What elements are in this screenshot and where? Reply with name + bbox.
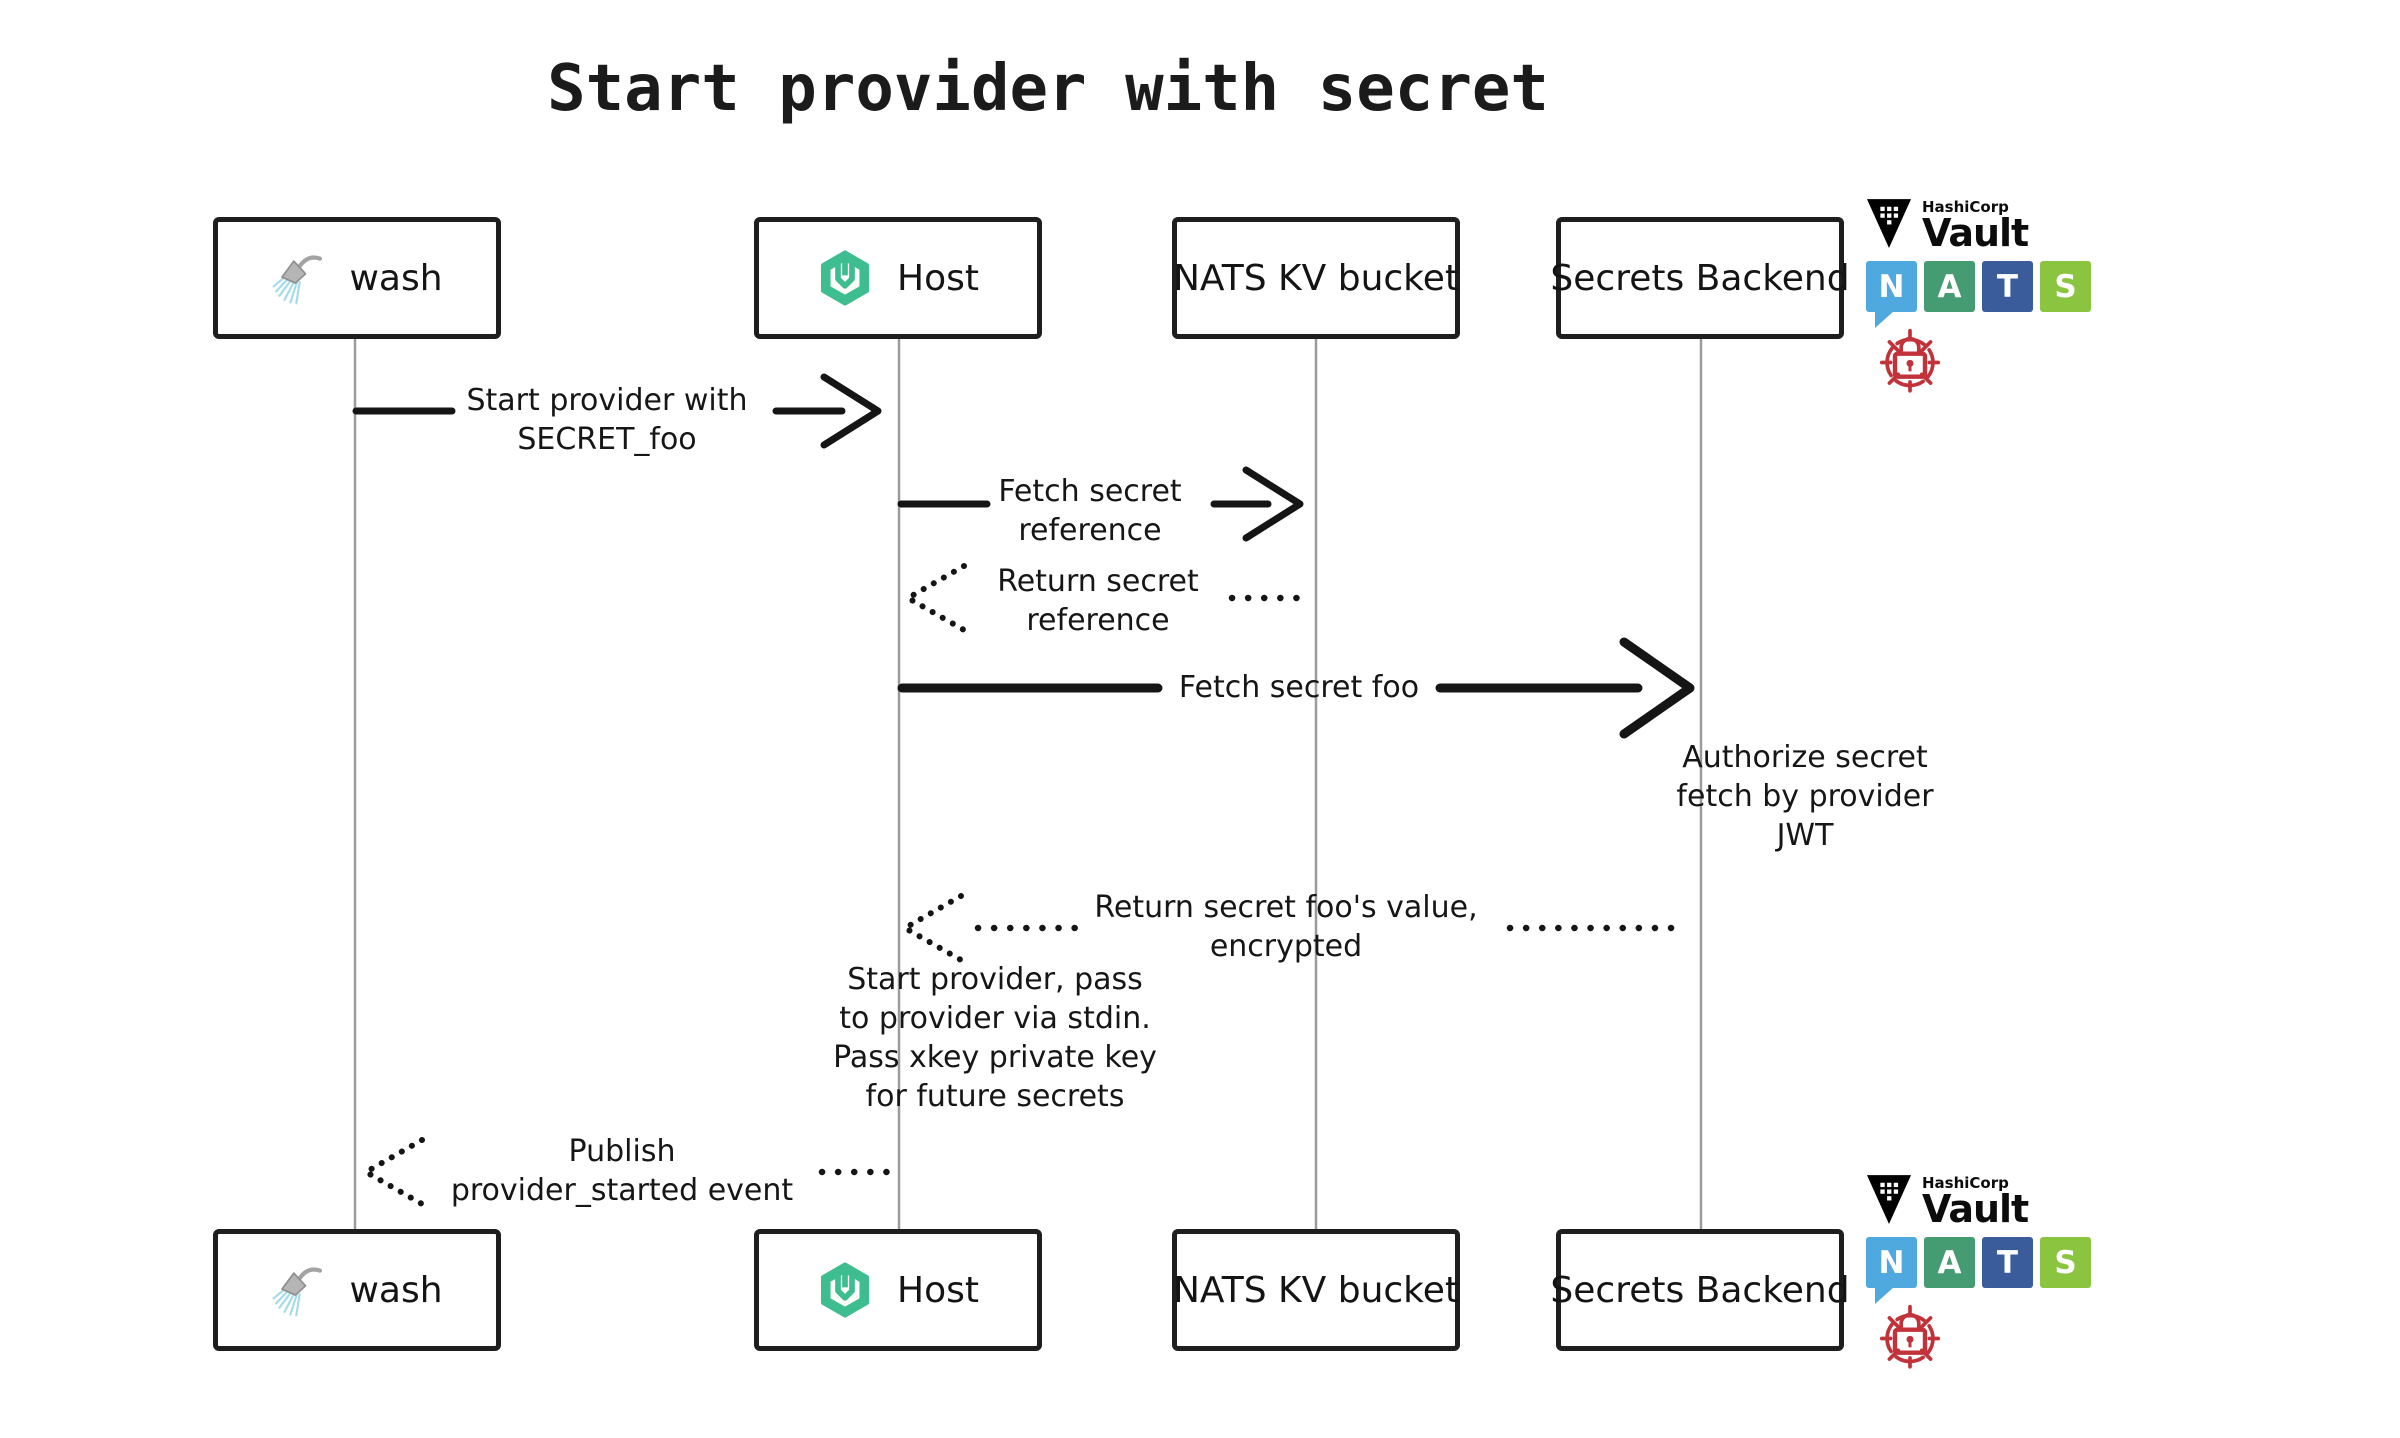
shower-icon bbox=[272, 1267, 323, 1317]
message-label-publish-provider-started: Publish provider_started event bbox=[450, 1134, 794, 1208]
actor-label: Secrets Backend bbox=[1550, 257, 1850, 299]
actor-box-host-top: Host bbox=[754, 217, 1042, 339]
vault-triangle-icon bbox=[1866, 1175, 1912, 1224]
page-title: Start provider with secret bbox=[547, 52, 1549, 126]
nats-letter-s: S bbox=[2040, 1237, 2091, 1289]
actor-box-host-bottom: Host bbox=[754, 1229, 1042, 1351]
nats-letter-a: A bbox=[1924, 261, 1975, 313]
message-label-fetch-secret-reference: Fetch secret reference bbox=[998, 474, 1182, 548]
actor-label: Host bbox=[897, 257, 979, 299]
vault-logo: HashiCorp Vault bbox=[1866, 1174, 2126, 1231]
arrow-start-provider bbox=[352, 373, 882, 449]
arrow-return-secret-reference bbox=[905, 563, 1306, 633]
wasmcloud-icon bbox=[820, 250, 870, 306]
vault-label: Vault bbox=[1922, 211, 2029, 255]
actor-label: Secrets Backend bbox=[1550, 1269, 1850, 1311]
vault-label: Vault bbox=[1922, 1187, 2029, 1231]
actor-box-nats-kv-bottom: NATS KV bucket bbox=[1172, 1229, 1460, 1351]
nats-letter-t: T bbox=[1982, 1237, 2033, 1289]
arrow-fetch-secret-foo bbox=[897, 637, 1695, 739]
hashicorp-label: HashiCorp bbox=[1922, 198, 2009, 216]
nats-speech-tail bbox=[1875, 311, 1894, 329]
lock-crosshair-icon bbox=[1879, 329, 1941, 393]
nats-letter-t: T bbox=[1982, 261, 2033, 313]
arrow-publish-provider-started bbox=[363, 1137, 894, 1207]
vault-triangle-icon bbox=[1866, 199, 1912, 248]
hashicorp-label: HashiCorp bbox=[1922, 1174, 2009, 1192]
actor-label: wash bbox=[349, 1269, 443, 1311]
note-start-provider-stdin: Start provider, pass to provider via std… bbox=[833, 962, 1157, 1114]
logo-stack-bottom: HashiCorp Vault N A T S bbox=[1866, 1174, 2126, 1373]
actor-box-secrets-backend-bottom: Secrets Backend bbox=[1550, 1229, 1850, 1351]
actor-box-secrets-backend-top: Secrets Backend bbox=[1550, 217, 1850, 339]
nats-logo: N A T S bbox=[1866, 261, 2091, 329]
actor-label: Host bbox=[897, 1269, 979, 1311]
wasmcloud-icon bbox=[820, 1262, 870, 1318]
message-label-fetch-secret-foo: Fetch secret foo bbox=[1178, 670, 1420, 705]
message-label-start-provider: Start provider with SECRET_foo bbox=[466, 383, 748, 457]
arrow-return-secret-value bbox=[902, 893, 1684, 963]
note-authorize-secret-fetch: Authorize secret fetch by provider JWT bbox=[1676, 740, 1934, 853]
nats-speech-tail bbox=[1875, 1287, 1894, 1305]
vault-logo: HashiCorp Vault bbox=[1866, 198, 2126, 255]
message-label-return-secret-reference: Return secret reference bbox=[997, 564, 1199, 638]
nats-letter-n: N bbox=[1866, 1237, 1917, 1289]
shower-icon bbox=[272, 255, 323, 305]
nats-logo: N A T S bbox=[1866, 1237, 2091, 1305]
actor-box-nats-kv-top: NATS KV bucket bbox=[1172, 217, 1460, 339]
actor-label: wash bbox=[349, 257, 443, 299]
nats-letter-a: A bbox=[1924, 1237, 1975, 1289]
actor-box-wash-top: wash bbox=[213, 217, 501, 339]
lock-crosshair-icon bbox=[1879, 1305, 1941, 1369]
actor-label: NATS KV bucket bbox=[1173, 1269, 1460, 1311]
nats-letter-n: N bbox=[1866, 261, 1917, 313]
actor-label: NATS KV bucket bbox=[1173, 257, 1460, 299]
nats-letter-s: S bbox=[2040, 261, 2091, 313]
arrow-fetch-secret-reference bbox=[897, 466, 1304, 542]
actor-box-wash-bottom: wash bbox=[213, 1229, 501, 1351]
message-label-return-secret-value: Return secret foo's value, encrypted bbox=[1094, 890, 1478, 964]
logo-stack-top: HashiCorp Vault N A T S bbox=[1866, 198, 2126, 397]
